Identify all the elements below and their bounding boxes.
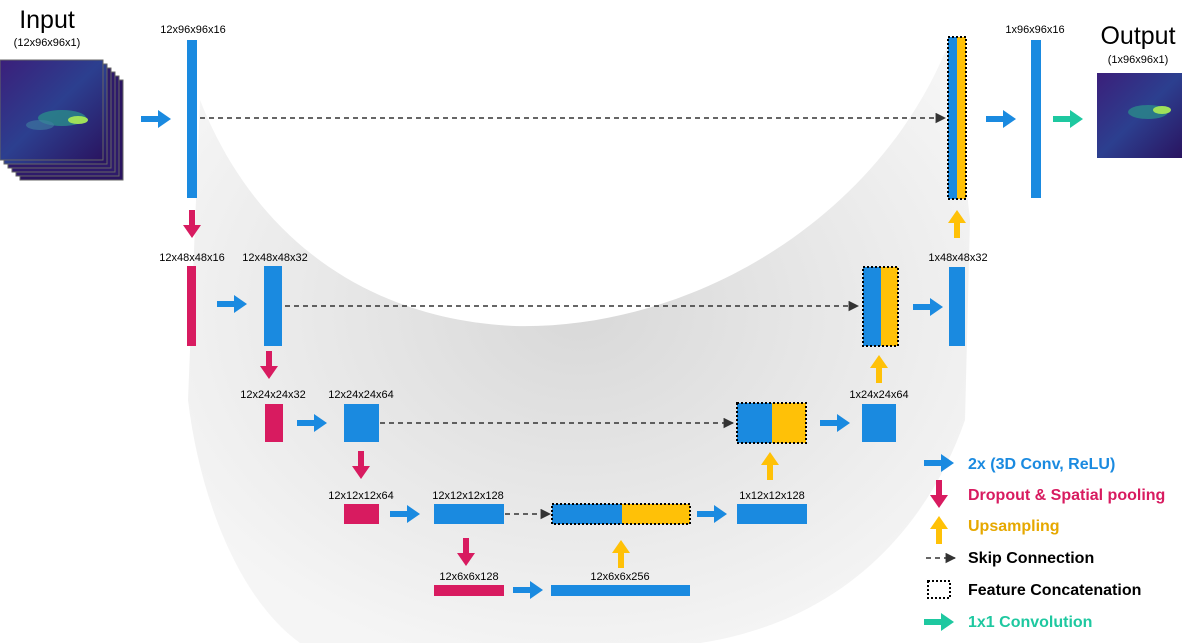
conv-arrow-icon — [913, 298, 943, 316]
layer-label: 12x12x12x64 — [328, 490, 393, 502]
legend-label: 2x (3D Conv, ReLU) — [968, 456, 1115, 473]
output-shape-label: (1x96x96x1) — [1108, 54, 1169, 66]
legend-pool-arrow-icon — [930, 480, 948, 508]
input-shape-label: (12x96x96x1) — [14, 37, 81, 49]
pool-arrows — [183, 210, 475, 566]
concat-block-1 — [947, 36, 967, 200]
decoder-block-4 — [737, 504, 807, 524]
decoder-block-1 — [1031, 40, 1041, 198]
pool-arrow-icon — [352, 451, 370, 479]
pool-block-1 — [187, 266, 196, 346]
layer-label: 12x24x24x32 — [240, 389, 305, 401]
upsample-arrow-icon — [612, 540, 630, 568]
conv-arrows — [141, 110, 1016, 599]
legend-conv-arrow-icon — [924, 454, 954, 472]
encoder-block-1 — [187, 40, 197, 198]
layer-label: 12x96x96x16 — [160, 24, 225, 36]
legend-label: Upsampling — [968, 518, 1060, 535]
conv-arrow-icon — [513, 581, 543, 599]
encoder-block-3 — [344, 404, 379, 442]
legend-upsample-arrow-icon — [930, 516, 948, 544]
legend-label: Feature Concatenation — [968, 582, 1141, 599]
encoder-block-4 — [434, 504, 504, 524]
layer-label: 1x24x24x64 — [849, 389, 908, 401]
pool-arrow-icon — [260, 351, 278, 379]
u-bowl-background — [188, 40, 970, 643]
encoder-block-2 — [264, 266, 282, 346]
legend-conv1x1-arrow-icon — [924, 613, 954, 631]
upsample-arrow-icon — [948, 210, 966, 238]
concat-block-4 — [551, 503, 691, 525]
upsample-arrow-icon — [870, 355, 888, 383]
pool-block-4 — [434, 585, 504, 596]
conv-arrow-icon — [820, 414, 850, 432]
layer-label: 12x24x24x64 — [328, 389, 393, 401]
layer-label: 1x48x48x32 — [928, 252, 987, 264]
layer-label: 12x48x48x16 — [159, 252, 224, 264]
output-title: Output — [1100, 22, 1175, 50]
layer-label: 1x12x12x128 — [739, 490, 804, 502]
legend: 2x (3D Conv, ReLU) Dropout & Spatial poo… — [924, 454, 1165, 631]
concat-block-2 — [862, 266, 899, 347]
bottleneck-block — [551, 585, 690, 596]
legend-label: Dropout & Spatial pooling — [968, 487, 1165, 504]
layer-label: 12x48x48x32 — [242, 252, 307, 264]
output-image — [1097, 73, 1182, 158]
pool-arrow-icon — [457, 538, 475, 566]
input-title: Input — [19, 6, 75, 34]
conv-arrow-icon — [297, 414, 327, 432]
pool-arrow-icon — [183, 210, 201, 238]
layer-label: 1x96x96x16 — [1005, 24, 1064, 36]
upsample-arrow-icon — [761, 452, 779, 480]
conv1x1-arrow-icon — [1053, 110, 1083, 128]
legend-concat-box-icon — [927, 580, 951, 599]
decoder-block-2 — [949, 267, 965, 346]
upsample-arrows — [612, 210, 966, 568]
conv-arrow-icon — [217, 295, 247, 313]
pool-block-3 — [344, 504, 379, 524]
layer-label: 12x6x6x128 — [439, 571, 498, 583]
pool-block-2 — [265, 404, 283, 442]
conv-arrow-icon — [390, 505, 420, 523]
decoder-block-3 — [862, 404, 896, 442]
conv-arrow-icon — [141, 110, 171, 128]
input-image-stack — [0, 59, 124, 181]
legend-label: 1x1 Convolution — [968, 614, 1092, 631]
conv-arrow-icon — [697, 505, 727, 523]
layer-label: 12x12x12x128 — [432, 490, 504, 502]
concat-block-3 — [736, 402, 807, 444]
skip-connections — [200, 112, 947, 520]
legend-label: Skip Connection — [968, 550, 1094, 567]
layer-label: 12x6x6x256 — [590, 571, 649, 583]
conv-arrow-icon — [986, 110, 1016, 128]
